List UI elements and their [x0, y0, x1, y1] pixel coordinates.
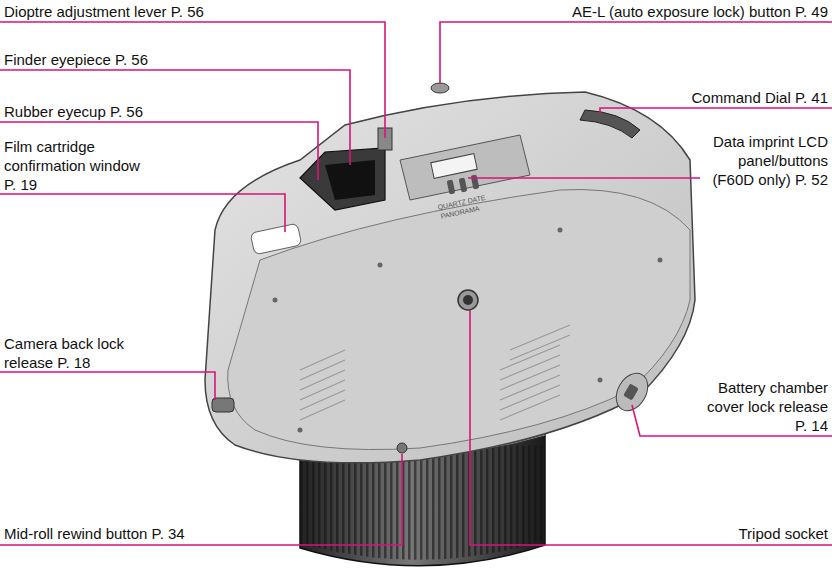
callout-label: Tripod socket [739, 524, 828, 543]
callout-label: Dioptre adjustment lever P. 56 [4, 2, 204, 21]
callout-label: Data imprint LCD panel/buttons (F60D onl… [693, 132, 828, 189]
callout-label: Battery chamber cover lock release P. 14 [693, 378, 828, 435]
callout-label: Rubber eyecup P. 56 [4, 102, 143, 121]
callout-label: Command Dial P. 41 [692, 88, 828, 107]
camera-body [205, 83, 695, 463]
callout-label: Camera back lock release P. 18 [4, 334, 134, 372]
callout-label: Mid-roll rewind button P. 34 [4, 524, 185, 543]
callout-label: Finder eyepiece P. 56 [4, 50, 148, 69]
leader-lines [0, 22, 832, 545]
callout-label: AE-L (auto exposure lock) button P. 49 [572, 2, 828, 21]
callout-label: Film cartridge confirmation window P. 19 [4, 137, 149, 194]
